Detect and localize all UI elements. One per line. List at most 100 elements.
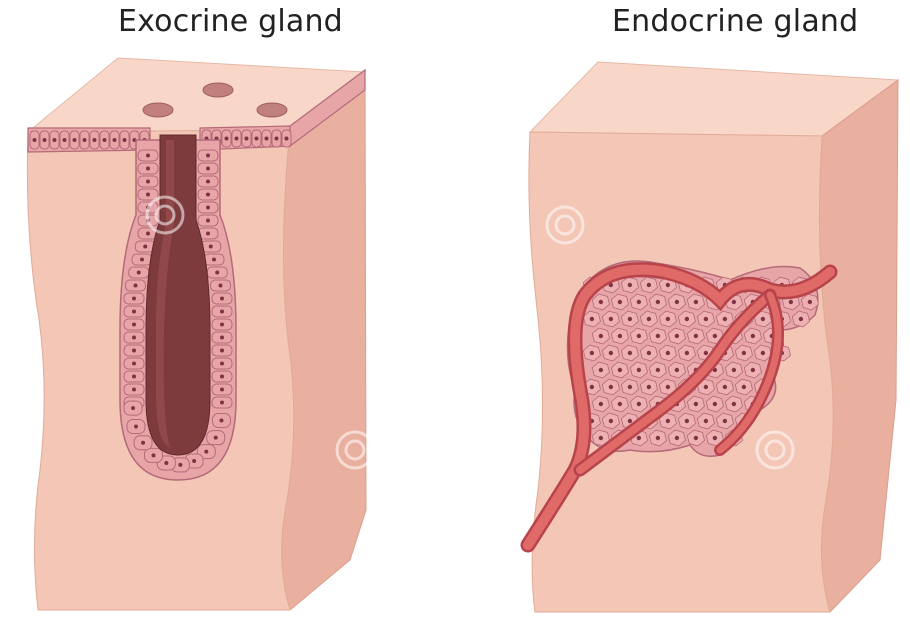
- cell-nucleus: [666, 419, 670, 423]
- cell-nucleus: [206, 232, 210, 236]
- cell-nucleus: [285, 137, 289, 141]
- cell-nucleus: [143, 245, 147, 249]
- cell-nucleus: [666, 351, 670, 355]
- cell-nucleus: [599, 334, 603, 338]
- cell-nucleus: [618, 334, 622, 338]
- cell-nucleus: [666, 317, 670, 321]
- cell-nucleus: [647, 385, 651, 389]
- cell-nucleus: [694, 436, 698, 440]
- cell-nucleus: [146, 193, 150, 197]
- cell-nucleus: [723, 419, 727, 423]
- cell-nucleus: [656, 300, 660, 304]
- cell-nucleus: [220, 310, 224, 314]
- cell-nucleus: [704, 419, 708, 423]
- cell-nucleus: [132, 349, 136, 353]
- cell-nucleus: [219, 284, 223, 288]
- surface-pore: [257, 103, 287, 117]
- cell-nucleus: [206, 154, 210, 158]
- cell-nucleus: [209, 245, 213, 249]
- cell-nucleus: [83, 138, 87, 142]
- cell-nucleus: [265, 137, 269, 141]
- cell-nucleus: [151, 453, 155, 457]
- cell-nucleus: [751, 368, 755, 372]
- cell-nucleus: [132, 310, 136, 314]
- cell-nucleus: [123, 138, 127, 142]
- cell-nucleus: [637, 436, 641, 440]
- cell-nucleus: [713, 436, 717, 440]
- cell-nucleus: [590, 351, 594, 355]
- exocrine-tissue-block: [27, 58, 366, 610]
- cell-nucleus: [628, 351, 632, 355]
- endocrine-tissue-block: [528, 62, 898, 612]
- cell-nucleus: [137, 271, 141, 275]
- cell-nucleus: [618, 300, 622, 304]
- cell-nucleus: [694, 334, 698, 338]
- cell-nucleus: [599, 436, 603, 440]
- cell-nucleus: [599, 402, 603, 406]
- cell-nucleus: [53, 138, 57, 142]
- cell-nucleus: [675, 300, 679, 304]
- cell-nucleus: [245, 137, 249, 141]
- cell-nucleus: [220, 401, 224, 405]
- cell-nucleus: [799, 317, 803, 321]
- cell-nucleus: [713, 334, 717, 338]
- exocrine-block-side-face: [282, 72, 366, 610]
- cell-nucleus: [206, 193, 210, 197]
- cell-nucleus: [206, 180, 210, 184]
- cell-nucleus: [647, 351, 651, 355]
- cell-nucleus: [742, 351, 746, 355]
- cell-nucleus: [220, 297, 224, 301]
- cell-nucleus: [694, 402, 698, 406]
- cell-nucleus: [761, 317, 765, 321]
- cell-nucleus: [628, 419, 632, 423]
- cell-nucleus: [206, 219, 210, 223]
- cell-nucleus: [146, 180, 150, 184]
- cell-nucleus: [656, 334, 660, 338]
- cell-nucleus: [214, 436, 218, 440]
- cell-nucleus: [808, 300, 812, 304]
- cell-nucleus: [761, 351, 765, 355]
- cell-nucleus: [637, 334, 641, 338]
- cell-nucleus: [164, 461, 168, 465]
- cell-nucleus: [656, 436, 660, 440]
- cell-nucleus: [637, 368, 641, 372]
- cell-nucleus: [134, 425, 138, 429]
- cell-nucleus: [675, 368, 679, 372]
- cell-nucleus: [723, 385, 727, 389]
- cell-nucleus: [732, 368, 736, 372]
- cell-nucleus: [132, 375, 136, 379]
- cell-nucleus: [225, 137, 229, 141]
- cell-nucleus: [599, 300, 603, 304]
- cell-nucleus: [146, 154, 150, 158]
- cell-nucleus: [704, 385, 708, 389]
- cell-nucleus: [685, 317, 689, 321]
- cell-nucleus: [713, 402, 717, 406]
- cell-nucleus: [704, 317, 708, 321]
- cell-nucleus: [219, 419, 223, 423]
- cell-nucleus: [618, 368, 622, 372]
- cell-nucleus: [204, 450, 208, 454]
- cell-nucleus: [609, 351, 613, 355]
- cell-nucleus: [255, 137, 259, 141]
- cell-nucleus: [132, 388, 136, 392]
- cell-nucleus: [103, 138, 107, 142]
- cell-nucleus: [656, 368, 660, 372]
- cell-nucleus: [206, 206, 210, 210]
- cell-nucleus: [220, 362, 224, 366]
- cell-nucleus: [628, 385, 632, 389]
- cell-nucleus: [134, 284, 138, 288]
- cell-nucleus: [590, 317, 594, 321]
- cell-nucleus: [235, 137, 239, 141]
- cell-nucleus: [215, 271, 219, 275]
- cell-nucleus: [742, 385, 746, 389]
- surface-pore: [143, 103, 173, 117]
- cell-nucleus: [212, 258, 216, 262]
- cell-nucleus: [132, 297, 136, 301]
- surface-pore: [203, 83, 233, 97]
- endocrine-block-side-face: [819, 80, 898, 612]
- cell-nucleus: [63, 138, 67, 142]
- cell-nucleus: [93, 138, 97, 142]
- cell-nucleus: [132, 362, 136, 366]
- cell-nucleus: [220, 323, 224, 327]
